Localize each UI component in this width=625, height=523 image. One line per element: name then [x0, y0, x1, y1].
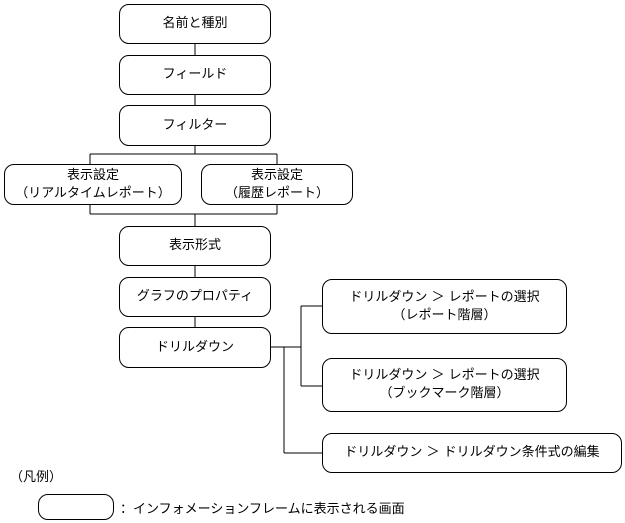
- node-filter-label: フィルター: [162, 117, 228, 133]
- node-display-history-line2: （履歴レポート）: [224, 185, 329, 201]
- node-filter: フィルター: [119, 105, 271, 146]
- node-field: フィールド: [119, 55, 271, 95]
- node-display-format: 表示形式: [119, 226, 271, 266]
- node-drilldown-report-hierarchy-line2: （レポート階層）: [392, 307, 497, 323]
- node-display-format-label: 表示形式: [168, 238, 221, 253]
- node-drilldown-bookmark-hierarchy-line2: （ブックマーク階層）: [379, 386, 510, 401]
- node-drilldown-label: ドリルダウン: [155, 339, 234, 355]
- node-drilldown-report-hierarchy-line1: ドリルダウン ＞ レポートの選択: [349, 289, 540, 305]
- legend-description: ：インフォメーションフレームに表示される画面: [120, 502, 405, 517]
- node-name-and-type-label: 名前と種別: [162, 16, 228, 31]
- legend-sample-box: [38, 494, 114, 520]
- node-graph-properties: グラフのプロパティ: [119, 277, 271, 317]
- legend-title: （凡例）: [10, 470, 63, 485]
- node-drilldown-bookmark-hierarchy-line1: ドリルダウン ＞ レポートの選択: [349, 368, 540, 383]
- node-drilldown: ドリルダウン: [119, 327, 271, 368]
- node-display-realtime: 表示設定 （リアルタイムレポート）: [4, 164, 182, 205]
- node-field-label: フィールド: [162, 67, 228, 82]
- node-drilldown-bookmark-hierarchy: ドリルダウン ＞ レポートの選択 （ブックマーク階層）: [322, 358, 567, 412]
- node-display-history: 表示設定 （履歴レポート）: [201, 164, 353, 205]
- node-display-realtime-line2: （リアルタイムレポート）: [15, 185, 171, 201]
- node-name-and-type: 名前と種別: [119, 4, 271, 44]
- node-graph-properties-label: グラフのプロパティ: [136, 289, 254, 304]
- node-drilldown-condition-edit-label: ドリルダウン ＞ ドリルダウン条件式の編集: [344, 445, 600, 460]
- node-display-history-line1: 表示設定: [250, 167, 303, 183]
- node-drilldown-report-hierarchy: ドリルダウン ＞ レポートの選択 （レポート階層）: [322, 279, 567, 334]
- node-display-realtime-line1: 表示設定: [66, 167, 119, 183]
- node-drilldown-condition-edit: ドリルダウン ＞ ドリルダウン条件式の編集: [322, 433, 622, 473]
